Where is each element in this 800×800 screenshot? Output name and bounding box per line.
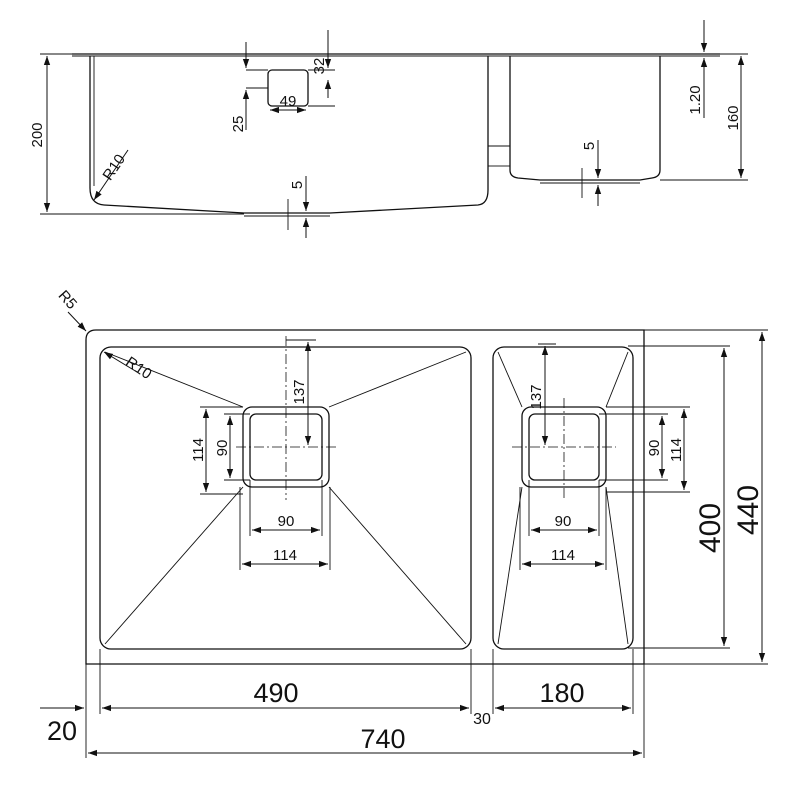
label-drain-offset: 25 <box>230 116 247 133</box>
crease-line <box>104 486 244 645</box>
corner-radius-leader <box>67 311 87 332</box>
label-total-height: 200 <box>29 122 46 147</box>
label-right-bottom: 5 <box>581 142 598 150</box>
inner-radius-leader <box>103 351 138 373</box>
radius-leader <box>93 149 129 201</box>
side-view: 200 R10 25 32 49 5 1.20 160 <box>29 20 748 238</box>
label-inner-depth: 400 <box>694 503 727 553</box>
top-view: R5 R10 137 114 90 90 114 137 90 <box>40 287 768 758</box>
label-right-drain-outer-w: 114 <box>551 547 575 564</box>
crease-line <box>605 351 629 408</box>
left-bowl <box>99 346 472 650</box>
label-corner-radius: R5 <box>55 287 80 313</box>
label-divider: 30 <box>473 711 491 728</box>
label-drain-width: 49 <box>280 93 297 110</box>
label-radius: R10 <box>100 151 129 183</box>
crease-line <box>497 486 523 645</box>
label-edge: 20 <box>47 716 77 746</box>
label-drain-height: 32 <box>311 58 328 75</box>
label-rim: 1.20 <box>687 85 704 114</box>
label-right-drain-offset: 137 <box>528 384 545 409</box>
crease-line <box>328 351 467 408</box>
label-left-bowl-width: 490 <box>253 678 298 708</box>
label-right-drain-inner-h: 90 <box>646 440 663 457</box>
label-outer-depth: 440 <box>732 485 765 535</box>
label-right-bowl-width: 180 <box>539 678 584 708</box>
label-left-drain-outer-h: 114 <box>190 438 207 462</box>
crease-line <box>328 486 467 645</box>
small-bowl-profile <box>509 56 661 181</box>
crease-line <box>104 351 244 408</box>
label-small-bowl-height: 160 <box>725 105 742 130</box>
outer-flange <box>85 329 645 665</box>
label-left-drain-inner-h: 90 <box>214 440 231 457</box>
label-left-drain-inner-w: 90 <box>278 513 295 530</box>
label-left-drain-outer-w: 114 <box>273 547 297 564</box>
label-overall-width: 740 <box>360 724 405 754</box>
label-inner-radius: R10 <box>122 354 154 383</box>
crease-line <box>605 486 629 645</box>
label-right-drain-inner-w: 90 <box>555 513 572 530</box>
label-left-bottom: 5 <box>289 181 306 189</box>
crease-line <box>497 351 523 408</box>
label-right-drain-outer-h: 114 <box>668 438 685 462</box>
divider-section <box>487 55 511 167</box>
large-bowl-profile <box>89 56 489 214</box>
right-bowl <box>492 346 634 650</box>
label-left-drain-offset: 137 <box>291 379 308 404</box>
